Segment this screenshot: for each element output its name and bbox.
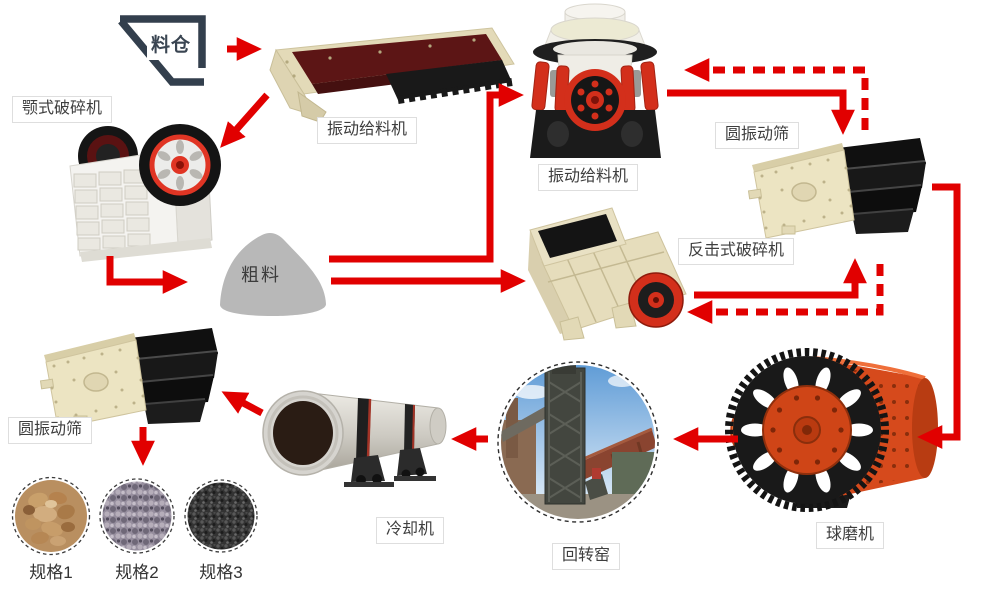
coarse-material-label: 粗料 (241, 265, 281, 285)
arrow-feeder-to-jaw (220, 92, 270, 148)
vibrating-feeder-illustration (269, 27, 515, 123)
vibrating-screen-bottom-illustration (39, 327, 220, 429)
arrow-pile-to-cone (329, 83, 524, 263)
product-spec1-photo (11, 476, 91, 556)
vibrating-screen-top-illustration (747, 137, 927, 239)
impact-crusher-label: 反击式破碎机 (678, 238, 795, 265)
product-spec3-photo (184, 479, 258, 553)
arrow-cooler-to-screen2 (221, 391, 264, 417)
coarse-material-pile (220, 233, 326, 316)
impact-crusher-illustration (528, 207, 687, 341)
jaw-crusher-illustration (69, 124, 221, 262)
arrow-screen-to-ballmill (917, 183, 961, 449)
spec1-label: 规格1 (29, 563, 73, 582)
bin-label: 料仓 (147, 33, 196, 60)
ball-mill-illustration (725, 348, 938, 512)
ball-mill-label: 球磨机 (816, 522, 885, 549)
rotary-kiln-label: 回转窑 (552, 543, 621, 570)
arrow-jaw-to-pile (106, 256, 188, 294)
arrow-screen-to-cone-return (684, 58, 869, 130)
vibrating-screen-bottom-label: 圆振动筛 (8, 417, 93, 444)
spec3-label: 规格3 (199, 563, 243, 582)
spec2-label: 规格2 (115, 563, 159, 582)
arrow-screen-to-impact-return (687, 264, 884, 324)
material-bin-shape (118, 15, 206, 86)
cooler-label: 冷却机 (376, 517, 445, 544)
vibrating-feeder-label: 振动给料机 (317, 117, 418, 144)
cone-crusher-label: 振动给料机 (538, 164, 639, 191)
arrow-cone-to-screen (667, 89, 855, 135)
product-spec2-photo (99, 478, 175, 554)
rotary-kiln-illustration (497, 361, 659, 523)
cooler-illustration (262, 390, 447, 487)
vibrating-screen-top-label: 圆振动筛 (715, 122, 800, 149)
arrow-impact-to-screen (694, 258, 867, 299)
cone-crusher-illustration (530, 3, 661, 158)
jaw-crusher-label: 颚式破碎机 (12, 96, 113, 123)
